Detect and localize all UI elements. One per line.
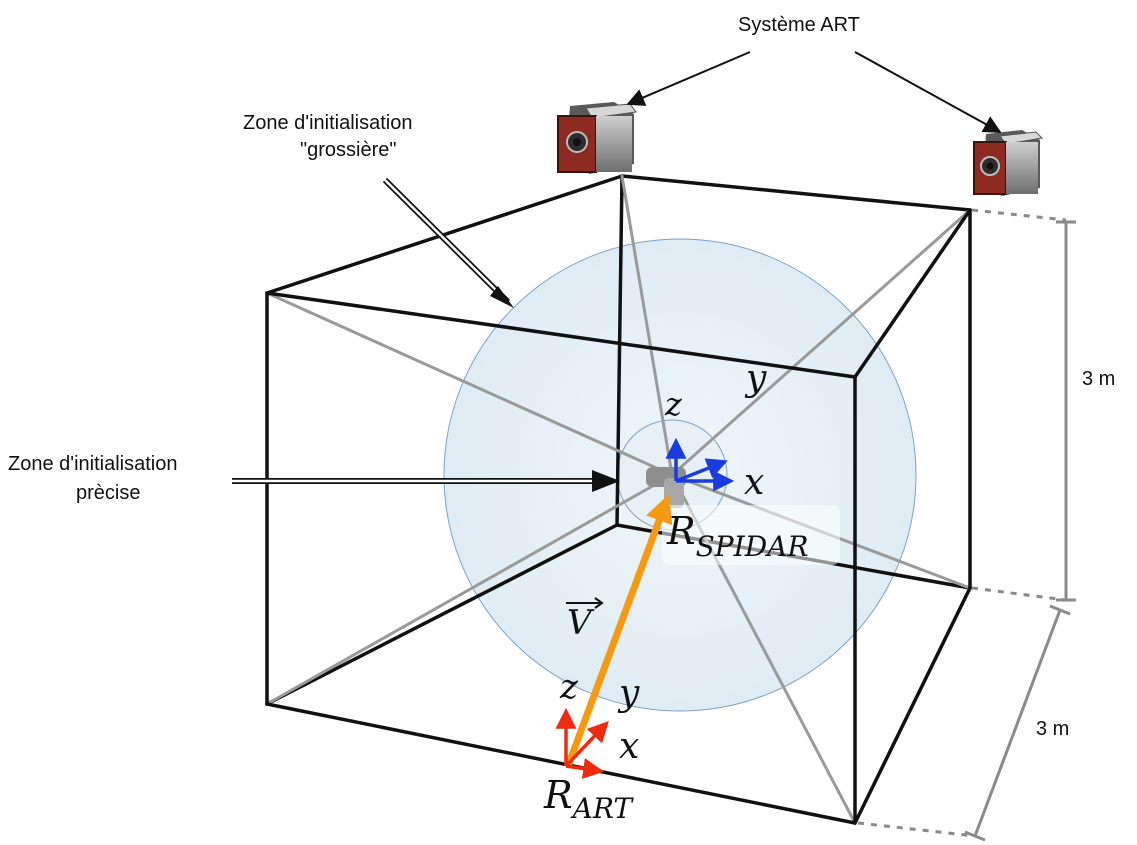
rspidar-label-background xyxy=(662,505,840,565)
vector-v-arrow xyxy=(564,494,673,768)
precise-zone-label-line1: Zone d'initialisation xyxy=(8,453,177,475)
coarse-zone-label-line1: Zone d'initialisation xyxy=(243,112,412,134)
art-axis-x-label: x xyxy=(619,726,639,767)
art-system-label: Système ART xyxy=(738,14,860,36)
depth-dimension xyxy=(857,604,1071,842)
precise-zone-pointer xyxy=(232,470,620,492)
art-axes xyxy=(555,707,609,779)
spidar-axis-z-label: z xyxy=(664,385,683,423)
camera-icon xyxy=(973,130,1044,196)
spidar-axis-y-label: y xyxy=(744,358,767,399)
height-dimension xyxy=(971,208,1076,602)
rspidar-label: RSPIDAR xyxy=(666,509,808,563)
vector-v-label: V xyxy=(566,597,604,643)
art-pointer-left xyxy=(626,51,751,106)
coarse-zone-pointer xyxy=(382,177,514,308)
coarse-zone-label-line2: "grossière" xyxy=(300,139,396,161)
spidar-axes xyxy=(665,437,735,492)
precise-zone-label-line2: prècise xyxy=(76,482,140,504)
depth-dimension-label: 3 m xyxy=(1036,718,1069,740)
cube-front-edges xyxy=(265,208,972,825)
rart-label: RART xyxy=(543,773,634,825)
camera-icon xyxy=(557,102,637,174)
svg-text:V: V xyxy=(567,603,595,643)
art-axis-z-label: z xyxy=(559,667,579,707)
art-axis-y-label: y xyxy=(617,673,640,714)
spidar-axis-x-label: x xyxy=(744,462,764,503)
height-dimension-label: 3 m xyxy=(1082,368,1115,390)
art-pointer-right xyxy=(854,51,1002,133)
